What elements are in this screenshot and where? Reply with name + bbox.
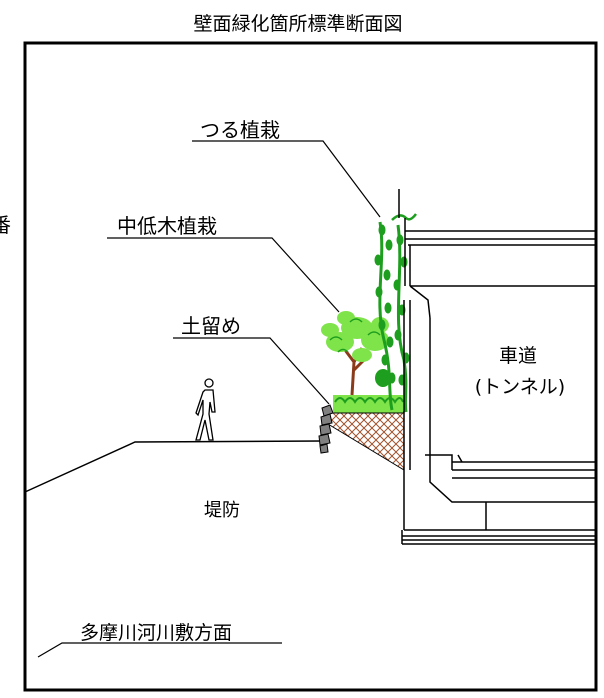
road-label-line2: (トンネル)	[475, 376, 565, 398]
vine-plant	[374, 213, 417, 413]
grass-bed	[333, 395, 404, 414]
diagram-title: 壁面緑化箇所標準断面図	[193, 13, 402, 35]
shrub-planting-label: 中低木植栽	[117, 214, 217, 238]
retaining-label: 土留め	[181, 314, 241, 338]
embankment-label: 堤防	[204, 500, 240, 521]
embankment-line	[24, 440, 323, 493]
pedestrian-figure	[195, 378, 216, 441]
road-label-line1: 車道	[499, 345, 537, 367]
tunnel-structure	[398, 189, 596, 545]
retaining-stones	[318, 404, 334, 454]
leader-lines	[37, 140, 381, 658]
edge-mark: 番	[0, 213, 11, 237]
river-direction-label: 多摩川河川敷方面	[80, 622, 232, 644]
vine-planting-label: つる植栽	[200, 118, 280, 142]
diagram-frame	[23, 41, 598, 692]
soil-fill	[327, 411, 405, 471]
